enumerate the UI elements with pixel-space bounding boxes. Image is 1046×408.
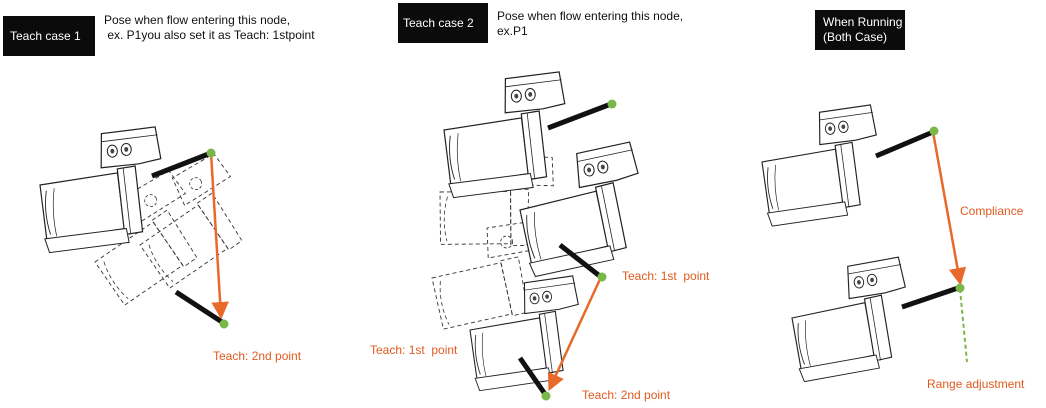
panel-1-tool-rod-lower — [174, 289, 224, 325]
panel-1-robot — [36, 126, 166, 254]
panel-1-artwork — [36, 126, 264, 329]
panel-3-point-bottom — [955, 283, 965, 293]
panel-2-point-bottom — [541, 391, 551, 401]
panel-1-desc-line-1: Pose when flow entering this node, — [104, 13, 291, 27]
panel-2-label-second-point: Teach: 2nd point — [582, 388, 671, 402]
panel-3-tag-line-1: When Running — [823, 15, 903, 29]
panel-1-desc-line-2: ex. P1you also set it as Teach: 1stpoint — [104, 28, 315, 42]
panel-2-tag-text: Teach case 2 — [403, 15, 474, 30]
panel-2-point-middle — [597, 272, 607, 282]
panel-2-robot-bottom — [466, 275, 585, 392]
panel-2-description: Pose when flow entering this node, ex.P1 — [497, 9, 683, 39]
range-adjustment-line — [959, 288, 968, 363]
panel-2-label-first-point-left: Teach: 1st point — [370, 343, 458, 357]
panel-2-teach-arrow — [547, 276, 603, 392]
panel-3-artwork — [757, 104, 968, 383]
panel-1-point-2 — [219, 319, 229, 329]
panel-3-robot-top — [757, 104, 883, 228]
panel-1-description: Pose when flow entering this node, ex. P… — [104, 13, 315, 43]
panel-2-tool-rod-middle — [558, 243, 603, 279]
panel-3-tag: When Running (Both Case) — [815, 10, 905, 50]
panel-2-label-first-point-right: Teach: 1st point — [622, 269, 710, 283]
compliance-label: Compliance — [960, 204, 1024, 218]
panel-2-tool-rod-top — [547, 101, 612, 131]
panel-2-tag: Teach case 2 — [398, 3, 488, 43]
panel-3-tag-line-2: (Both Case) — [823, 30, 888, 44]
compliance-arrow — [931, 131, 967, 286]
panel-3-point-top — [929, 126, 939, 136]
panel-2-artwork — [426, 71, 651, 401]
panel-1-tool-rod-upper — [151, 150, 212, 179]
panel-2-robot-top — [440, 71, 570, 199]
panel-1-label-second-point: Teach: 2nd point — [213, 349, 302, 363]
range-adjustment-label: Range adjustment — [927, 377, 1025, 391]
panel-3-robot-bottom — [786, 256, 915, 383]
panel-1-teach-arrow — [209, 152, 229, 320]
panel-2-desc-line-2: ex.P1 — [497, 24, 528, 38]
panel-1-tag-text: Teach case 1 — [10, 28, 81, 43]
panel-3-tool-rod-bottom — [901, 285, 959, 310]
panel-2-point-top — [607, 99, 617, 109]
panel-2-desc-line-1: Pose when flow entering this node, — [497, 9, 684, 23]
panel-1-point-1 — [206, 148, 216, 158]
panel-3-tool-rod-top — [875, 129, 934, 159]
panel-1-tag: Teach case 1 — [3, 16, 95, 56]
panel-2-tool-rod-bottom — [517, 356, 548, 396]
